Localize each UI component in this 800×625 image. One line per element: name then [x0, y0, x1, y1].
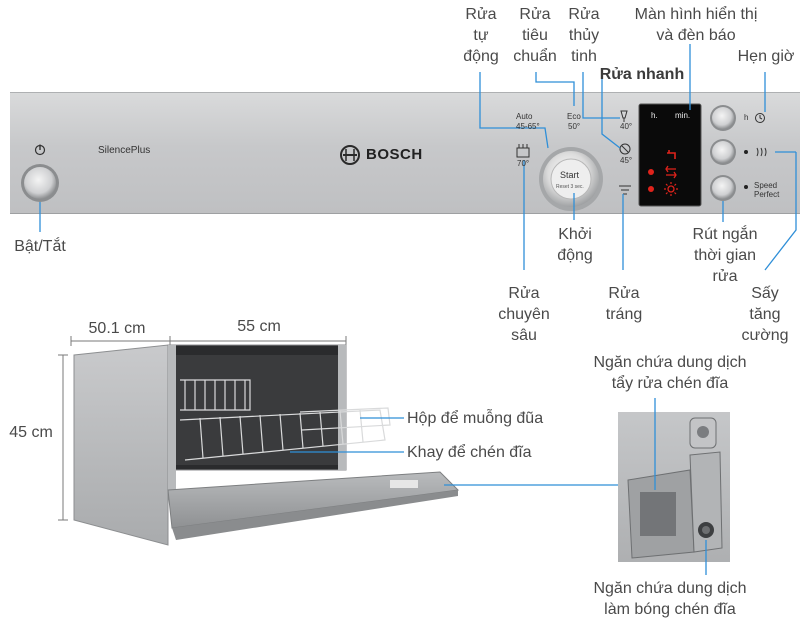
start-label: Start [560, 170, 580, 180]
quick-wash-icon [619, 143, 631, 155]
auto-temp: 45-65° [516, 122, 540, 131]
power-button[interactable] [21, 164, 59, 202]
speed-perfect-label: Speed Perfect [754, 181, 780, 199]
label-auto-wash: Rửa tự động [463, 6, 499, 65]
power-icon [34, 144, 46, 156]
program-knob[interactable] [539, 147, 603, 211]
label-speed-perfect: Rút ngắn thời gian rửa [692, 226, 758, 285]
indicator-light-1 [648, 169, 654, 175]
label-eco-wash: Rửa tiêu chuẩn [513, 6, 557, 65]
label-detergent: Ngăn chứa dung dịch tẩy rửa chén đĩa [593, 354, 747, 392]
clock-icon [755, 113, 765, 123]
speed-perfect-button[interactable] [710, 175, 736, 201]
brand-label: BOSCH [366, 146, 423, 163]
label-cutlery: Hộp để muỗng đũa [407, 410, 544, 427]
eco-label: Eco [567, 112, 581, 121]
label-extra-dry: Sấy tăng cường [741, 285, 789, 344]
speed-perfect-dot [744, 185, 748, 189]
extra-dry-dot [744, 150, 748, 154]
series-label: SilencePlus [98, 145, 151, 156]
bosch-logo-icon [340, 145, 360, 165]
label-start: Khởi động [557, 226, 593, 264]
intensive-temp: 70° [517, 159, 530, 168]
label-timer: Hẹn giờ [737, 48, 795, 65]
glass-temp: 40° [620, 122, 633, 131]
timer-button-label: h [744, 113, 749, 122]
label-glass-wash: Rửa thủy tinh [568, 6, 600, 65]
display-screen [638, 103, 702, 207]
dispenser-leader-lines [654, 398, 707, 575]
display-minutes: min. [675, 111, 691, 120]
label-quick-wash: Rửa nhanh [599, 66, 685, 83]
label-rinse: Rửa tráng [605, 285, 643, 323]
extra-dry-button[interactable] [710, 139, 736, 165]
auto-label: Auto [516, 112, 533, 121]
display-hours: h. [651, 111, 658, 120]
rack-leader-lines [290, 417, 618, 486]
salt-icon [665, 165, 677, 179]
sun-icon [664, 182, 678, 196]
label-power: Bật/Tắt [14, 238, 66, 255]
start-sub-label: Reset 3 sec. [556, 184, 584, 190]
label-display: Màn hình hiển thị và đèn báo [634, 6, 758, 44]
dimension-depth: 50.1 cm [88, 320, 146, 337]
quick-temp: 45° [620, 156, 633, 165]
label-rinse-aid: Ngăn chứa dung dịch làm bóng chén đĩa [593, 580, 747, 618]
dimension-height: 45 cm [9, 424, 53, 441]
extra-dry-icon [756, 147, 767, 157]
dimension-lines [58, 336, 347, 521]
dimension-width: 55 cm [237, 318, 281, 335]
label-intensive: Rửa chuyên sâu [498, 285, 550, 344]
detergent-dispenser-image [618, 412, 730, 562]
dishwasher-illustration [73, 344, 460, 546]
intensive-icon [516, 144, 530, 158]
rinse-icon [619, 185, 631, 195]
glass-icon [620, 110, 628, 122]
timer-button[interactable] [710, 105, 736, 131]
eco-temp: 50° [568, 122, 581, 131]
tap-icon [667, 150, 676, 159]
label-dish-rack: Khay để chén đĩa [407, 444, 532, 461]
indicator-light-2 [648, 186, 654, 192]
leader-lines [39, 44, 797, 271]
